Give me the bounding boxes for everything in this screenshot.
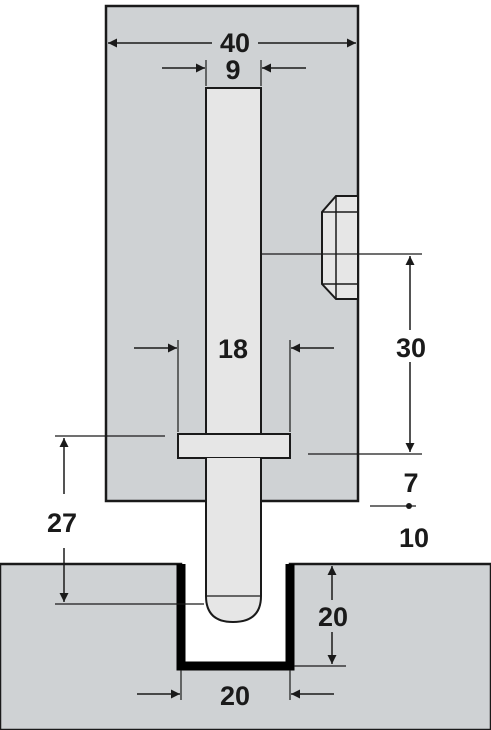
side-fitting-detail — [322, 196, 358, 299]
dim-18-label: 18 — [218, 334, 248, 364]
dim-9-label: 9 — [225, 55, 240, 85]
pin-lower-shaft — [205, 458, 262, 624]
dim-27-label: 27 — [47, 508, 77, 538]
dim-30-label: 30 — [396, 333, 426, 363]
dim-7-label: 7 — [403, 468, 418, 498]
dim-20-depth-label: 20 — [318, 602, 348, 632]
pin-shaft — [205, 87, 262, 435]
dim-40-label: 40 — [220, 28, 250, 58]
groove-outline — [176, 564, 295, 671]
dim-20-width-label: 20 — [220, 681, 250, 711]
pin-collar — [177, 433, 291, 459]
dim-10-label: 10 — [399, 523, 429, 553]
dim-7-10-dot — [406, 503, 412, 509]
